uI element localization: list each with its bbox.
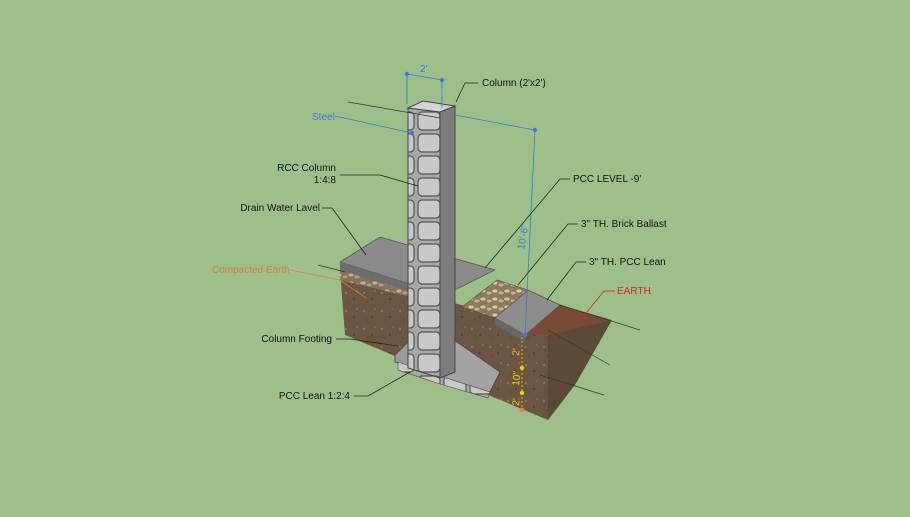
- pcc-lean-top-label: 3" TH. PCC Lean: [589, 257, 666, 268]
- soil-side-face: [548, 320, 612, 420]
- column-side-face: [439, 105, 456, 379]
- column-height-dim: 10'-6": [516, 223, 531, 250]
- earth-top-surface: [525, 305, 612, 335]
- depth-dim-a: 2': [511, 348, 523, 356]
- soil-block: [340, 268, 612, 420]
- pcc-lean-slab-edge: [495, 318, 525, 342]
- construction-lines: [317, 101, 641, 396]
- steel-label: Steel: [312, 112, 335, 123]
- dim-point-1: [404, 71, 410, 77]
- dim-point-2: [439, 77, 445, 83]
- brick-ballast-label: 3" TH. Brick Ballast: [581, 219, 667, 230]
- depth-dim-b: 10": [511, 370, 523, 386]
- pcc-level-label: PCC LEVEL -9': [573, 174, 641, 185]
- column-footing-label: Column Footing: [261, 334, 332, 345]
- earth-label: EARTH: [617, 286, 651, 297]
- dim-point-4: [522, 332, 528, 338]
- compacted-earth-label: Compacted Earth: [212, 265, 290, 276]
- leader-lines: [289, 82, 615, 397]
- column-width-dim: 2': [420, 64, 428, 75]
- drain-water-level-label: Drain Water Lavel: [240, 203, 320, 214]
- pcc-lean-bottom-label: PCC Lean 1:2:4: [279, 391, 351, 402]
- column-front-face: [407, 107, 441, 379]
- rcc-column-label-line1: RCC Column: [277, 163, 336, 174]
- dimension-lines: [334, 73, 536, 336]
- rcc-column: [406, 100, 457, 379]
- depth-dim-c: 2': [511, 398, 523, 406]
- column-top-face: [406, 100, 457, 113]
- dim-point-5: [410, 131, 414, 135]
- column-label: Column (2'x2'): [482, 78, 546, 89]
- depth-markers: [519, 337, 525, 413]
- rcc-column-label-line2: 1:4:8: [314, 175, 337, 186]
- dim-point-3: [532, 127, 538, 133]
